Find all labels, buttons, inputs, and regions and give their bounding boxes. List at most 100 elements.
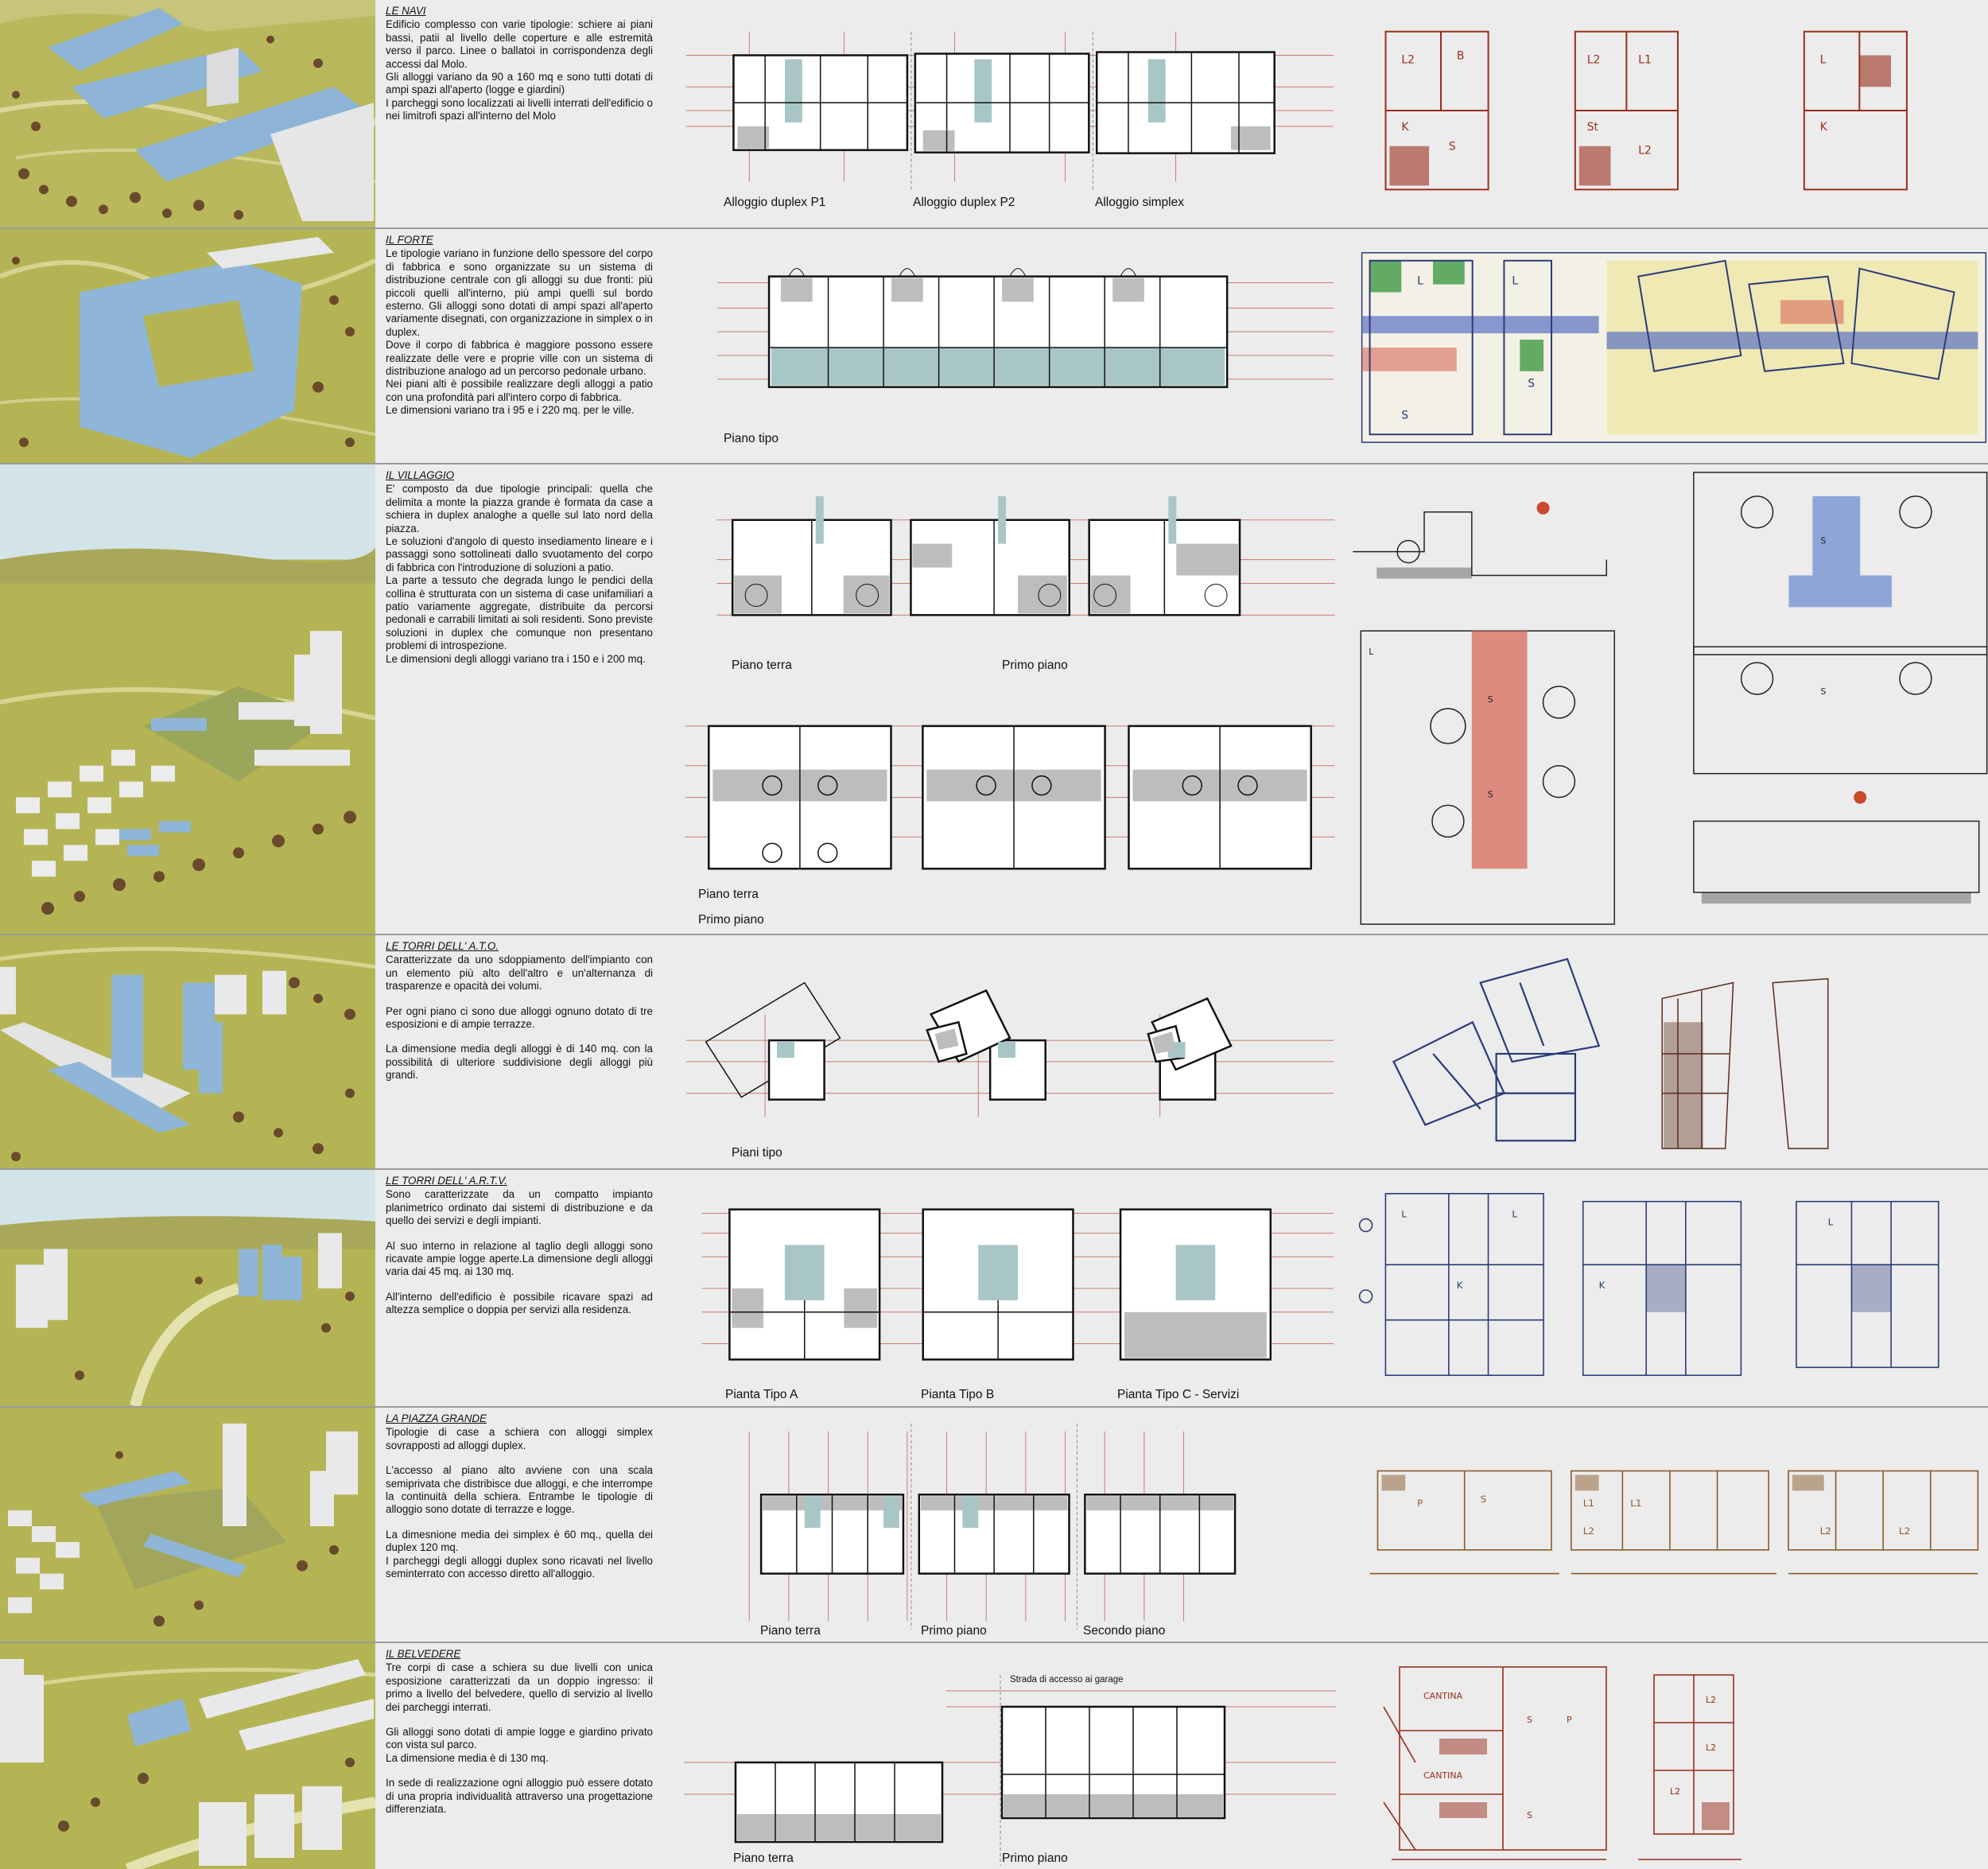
description-torri-ato: LE TORRI DELL' A.T.O. Caratterizzate da … — [386, 940, 653, 1082]
plan-caption: Piano terra — [760, 1624, 821, 1638]
section-torri-artv: LE TORRI DELL' A.R.T.V. Sono caratterizz… — [0, 1170, 1988, 1408]
paragraph: L'accesso al piano alto avviene con una … — [386, 1464, 653, 1516]
paragraph: Tipologie di case a schiera con alloggi … — [386, 1426, 653, 1451]
room-label: K — [1457, 1280, 1464, 1291]
room-label: S — [1528, 378, 1535, 391]
paragraph: Gli alloggi sono dotati di ampie logge e… — [386, 1726, 653, 1751]
aerial-render-image — [0, 229, 375, 463]
paragraph: Dove il corpo di fabbrica è maggiore pos… — [386, 339, 653, 378]
room-label: S — [1488, 694, 1493, 705]
aerial-render-image — [0, 1170, 375, 1406]
paragraph: La dimesnione media dei simplex è 60 mq.… — [386, 1528, 653, 1554]
room-label: S — [1527, 1810, 1532, 1820]
floor-plan-drawing — [685, 31, 1334, 190]
room-label: S — [1488, 790, 1493, 800]
description-il-belvedere: IL BELVEDERE Tre corpi di case a schiera… — [386, 1648, 653, 1816]
room-label: L2 — [1401, 53, 1415, 66]
floor-plan-drawing — [685, 495, 1335, 870]
sketches-il-forte: L L S S — [1352, 229, 1988, 463]
sketches-piazza-grande: P S L1 L1 L2 L2 L2 — [1344, 1408, 1988, 1642]
room-label: L — [1512, 1209, 1517, 1220]
room-label: P — [1567, 1715, 1572, 1725]
description-il-forte: IL FORTE Le tipologie variano in funzion… — [386, 234, 653, 418]
plan-caption: Secondo piano — [1083, 1624, 1166, 1638]
room-label: L — [1417, 275, 1423, 288]
render-le-navi — [0, 0, 375, 227]
sketches-torri-artv: L L K K L — [1352, 1170, 1988, 1406]
room-label: K — [1820, 121, 1828, 134]
plans-il-belvedere: Strada di accesso ai garage Piano terra … — [684, 1643, 1336, 1869]
room-label: CANTINA — [1423, 1691, 1463, 1701]
render-il-villaggio — [0, 464, 375, 934]
paragraph: E' composto da due tipologie principali:… — [386, 483, 653, 534]
description-il-villaggio: IL VILLAGGIO E' composto da due tipologi… — [386, 469, 653, 666]
room-label: P — [1417, 1498, 1423, 1509]
paragraph: Le dimensioni degli alloggi variano tra … — [386, 652, 646, 665]
room-label: L2 — [1583, 1525, 1594, 1537]
plan-caption: Piano terra — [732, 659, 792, 672]
room-label: L — [1512, 275, 1518, 288]
plan-caption: Piano terra — [733, 1852, 794, 1865]
description-piazza-grande: LA PIAZZA GRANDE Tipologie di case a sch… — [386, 1412, 653, 1580]
room-label: L1 — [1630, 1498, 1641, 1509]
plan-caption: Primo piano — [698, 913, 764, 927]
description-le-navi: LE NAVI Edificio complesso con varie tip… — [386, 5, 653, 123]
room-label: S — [1401, 409, 1408, 422]
paragraph: Al suo interno in relazione al taglio de… — [386, 1239, 653, 1278]
floor-plan-drawing — [684, 1675, 1336, 1866]
plan-caption: Primo piano — [1002, 1852, 1068, 1865]
aerial-render-image — [0, 0, 375, 227]
description-torri-artv: LE TORRI DELL' A.R.T.V. Sono caratterizz… — [386, 1175, 653, 1317]
plan-caption: Piano terra — [698, 888, 759, 901]
plan-caption: Piani tipo — [732, 1146, 782, 1160]
room-label: St — [1587, 121, 1599, 134]
sketches-le-navi: L2 B K S L2 L1 St L2 L K — [1352, 0, 1988, 227]
sketches-il-belvedere: CANTINA CANTINA S P S L2 L2 L2 — [1352, 1643, 1988, 1869]
render-il-forte — [0, 229, 375, 463]
plan-caption: Primo piano — [921, 1624, 987, 1638]
floor-plan-drawing — [701, 1208, 1334, 1361]
paragraph: Gli alloggi variano da 90 a 160 mq e son… — [386, 71, 653, 96]
room-label: L2 — [1670, 1786, 1680, 1797]
section-title: LA PIAZZA GRANDE — [386, 1412, 487, 1424]
section-il-belvedere: IL BELVEDERE Tre corpi di case a schiera… — [0, 1643, 1988, 1869]
plans-il-forte: Piano tipo — [684, 229, 1336, 463]
room-label: L2 — [1638, 145, 1652, 157]
plans-torri-ato: Piani tipo — [684, 935, 1336, 1168]
room-label: S — [1481, 1494, 1487, 1505]
render-torri-artv — [0, 1170, 375, 1406]
plan-caption: Piano tipo — [724, 432, 779, 445]
paragraph: Le tipologie variano in funzione dello s… — [386, 247, 653, 338]
room-label: L — [1820, 53, 1827, 66]
paragraph: Le dimensioni variano tra i 95 e i 220 m… — [386, 404, 635, 417]
room-label: S — [1820, 686, 1826, 697]
room-label: L1 — [1638, 53, 1652, 66]
section-title: LE TORRI DELL' A.T.O. — [386, 940, 499, 952]
floor-plan-drawing — [685, 981, 1334, 1117]
render-il-belvedere — [0, 1643, 375, 1869]
plan-caption: Alloggio duplex P2 — [913, 196, 1015, 209]
paragraph: Nei piani alti è possibile realizzare de… — [386, 378, 653, 403]
floor-plan-drawing — [717, 268, 1334, 388]
room-label: S — [1449, 141, 1456, 153]
paragraph: Sono caratterizzate da un compatto impia… — [386, 1188, 653, 1227]
paragraph: I parcheggi sono localizzati ai livelli … — [386, 96, 654, 122]
hand-sketch: L S S S S — [1353, 472, 1988, 925]
aerial-render-image — [0, 1643, 375, 1869]
aerial-render-image — [0, 1408, 375, 1642]
paragraph: La dimensione media è di 130 mq. — [386, 1751, 549, 1764]
paragraph: La dimensione media degli alloggi è di 1… — [386, 1043, 653, 1082]
paragraph: Le soluzioni d'angolo di questo insediam… — [386, 535, 653, 573]
render-piazza-grande — [0, 1408, 375, 1642]
aerial-render-image — [0, 464, 375, 934]
room-label: K — [1401, 121, 1409, 134]
plans-torri-artv: Pianta Tipo A Pianta Tipo B Pianta Tipo … — [684, 1170, 1336, 1406]
paragraph: I parcheggi degli alloggi duplex sono ri… — [386, 1554, 653, 1580]
section-title: LE NAVI — [386, 5, 426, 17]
paragraph: Per ogni piano ci sono due alloggi ognun… — [386, 1004, 653, 1031]
plan-caption: Pianta Tipo A — [725, 1388, 798, 1401]
plans-piazza-grande: Piano terra Primo piano Secondo piano — [684, 1408, 1336, 1642]
hand-sketch: CANTINA CANTINA S P S L2 L2 L2 — [1383, 1666, 1741, 1860]
paragraph: Edificio complesso con varie tipologie: … — [386, 18, 653, 70]
hand-sketch: L L K K L — [1358, 1193, 1939, 1377]
